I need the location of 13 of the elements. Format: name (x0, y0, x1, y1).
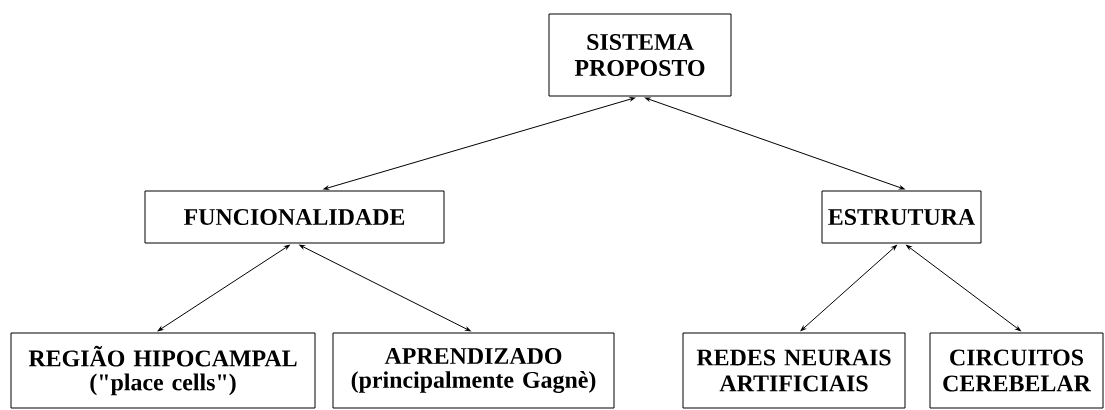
arrow (644, 97, 905, 190)
arrow (323, 97, 636, 190)
concept-box: CIRCUITOS CEREBELAR (929, 332, 1104, 409)
concept-box: SISTEMA PROPOSTO (548, 13, 732, 97)
arrow (157, 244, 290, 332)
concept-box: REGIÃO HIPOCAMPAL ("place cells") (10, 332, 316, 409)
concept-box: REDES NEURAIS ARTIFICIAIS (682, 332, 906, 409)
concept-box: ESTRUTURA (821, 190, 982, 244)
arrow (800, 245, 897, 331)
concept-box: FUNCIONALIDADE (144, 190, 445, 244)
arrow (906, 244, 1021, 332)
arrow (299, 244, 471, 332)
concept-box: APRENDIZADO (principalmente Gagnè) (332, 332, 615, 409)
